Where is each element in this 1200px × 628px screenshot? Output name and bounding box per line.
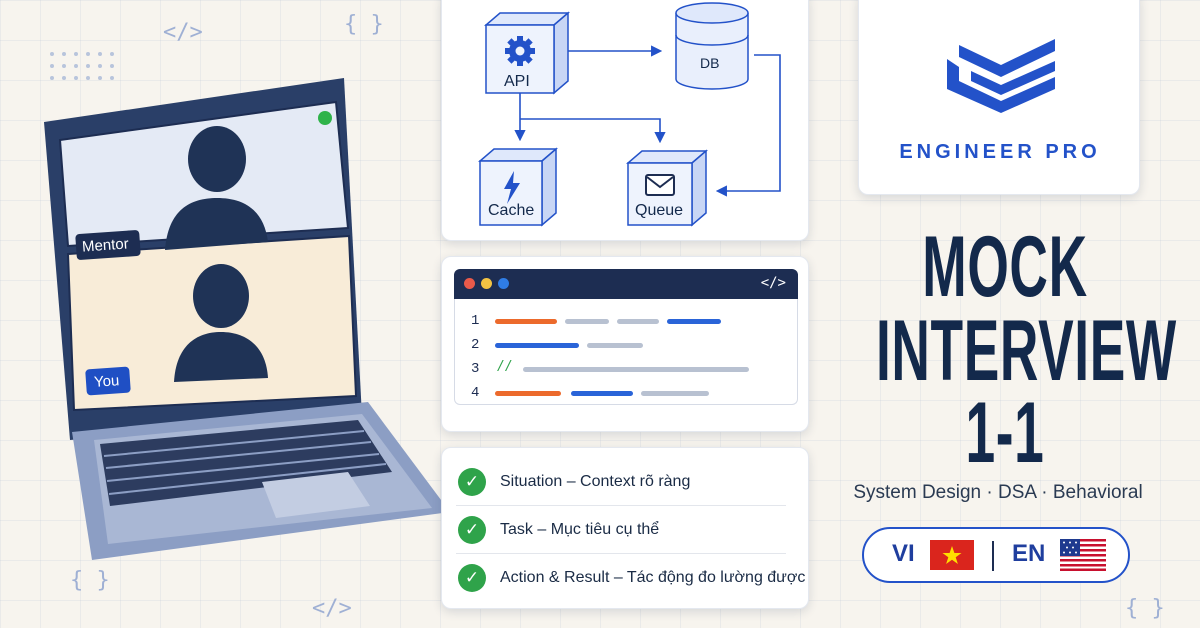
cache-node (477, 147, 559, 227)
headline-subtitle: System Design · DSA · Behavioral (853, 482, 1143, 503)
online-status-dot (318, 111, 332, 125)
star-item-task: ✓ Task – Mục tiêu cụ thể (458, 514, 659, 546)
dot-grid-decoration (50, 52, 114, 80)
braces-decoration: { } (70, 568, 110, 593)
minimize-dot (481, 278, 492, 289)
star-method-card: ✓ Situation – Context rõ ràng ✓ Task – M… (441, 447, 809, 609)
architecture-diagram (477, 2, 781, 227)
mentor-silhouette (165, 126, 268, 250)
mentor-label: Mentor (81, 235, 130, 256)
code-tag-decoration: </> (312, 596, 352, 621)
code-editor-card: </> 1 2 3 4 // (441, 256, 809, 432)
line-number: 3 (471, 361, 480, 377)
headline-one-on-one: 1-1 (965, 385, 1045, 481)
code-token (641, 391, 709, 396)
check-icon: ✓ (458, 516, 486, 544)
you-label: You (93, 372, 120, 391)
line-number: 1 (471, 313, 480, 329)
laptop-illustration (44, 78, 450, 560)
lightning-icon (504, 171, 520, 204)
code-token (571, 391, 633, 396)
usa-flag-icon (1060, 539, 1106, 571)
close-dot (464, 278, 475, 289)
code-token (495, 343, 579, 348)
envelope-icon (645, 174, 675, 196)
code-token (565, 319, 609, 324)
code-token (667, 319, 721, 324)
brand-card: ENGINEER PRO (858, 0, 1140, 195)
code-token (495, 319, 557, 324)
star-item-situation: ✓ Situation – Context rõ ràng (458, 466, 690, 498)
maximize-dot (498, 278, 509, 289)
star-item-action-result: ✓ Action & Result – Tác động đo lường đư… (458, 562, 805, 594)
language-divider (992, 541, 994, 571)
language-selector[interactable]: VI EN (862, 527, 1130, 583)
code-comment: // (497, 359, 513, 374)
language-vi-label[interactable]: VI (892, 540, 915, 567)
you-silhouette (174, 264, 268, 382)
language-en-label[interactable]: EN (1012, 540, 1046, 567)
line-number: 2 (471, 337, 480, 353)
headline-interview: INTERVIEW (876, 303, 1177, 399)
engineer-pro-logo-icon (947, 39, 1055, 113)
star-item-label: Situation – Context rõ ràng (500, 473, 691, 490)
queue-node (625, 149, 709, 227)
check-icon: ✓ (458, 564, 486, 592)
api-label: API (504, 73, 530, 90)
braces-decoration: { } (344, 12, 384, 37)
queue-label: Queue (635, 202, 684, 219)
vietnam-flag-icon (930, 540, 974, 570)
line-number: 4 (471, 385, 480, 401)
star-item-label: Action & Result – Tác động đo lường được (500, 569, 806, 586)
editor-body: 1 2 3 4 // (454, 299, 798, 405)
code-tag-icon: </> (760, 275, 786, 291)
code-token (523, 367, 749, 372)
cache-label: Cache (488, 202, 535, 219)
brand-name: ENGINEER PRO (899, 141, 1101, 163)
code-tag-decoration: </> (163, 20, 203, 45)
headline-mock: MOCK (922, 219, 1088, 315)
gear-icon (505, 36, 535, 66)
db-node (675, 2, 749, 90)
divider (456, 553, 786, 554)
api-node (483, 11, 571, 95)
architecture-card: API DB Cache Queue (441, 0, 809, 241)
editor-titlebar: </> (454, 269, 798, 299)
db-label: DB (700, 55, 720, 71)
code-token (495, 391, 561, 396)
divider (456, 505, 786, 506)
code-token (617, 319, 659, 324)
code-token (587, 343, 643, 348)
braces-decoration: { } (1125, 596, 1165, 621)
star-item-label: Task – Mục tiêu cụ thể (500, 521, 660, 538)
check-icon: ✓ (458, 468, 486, 496)
